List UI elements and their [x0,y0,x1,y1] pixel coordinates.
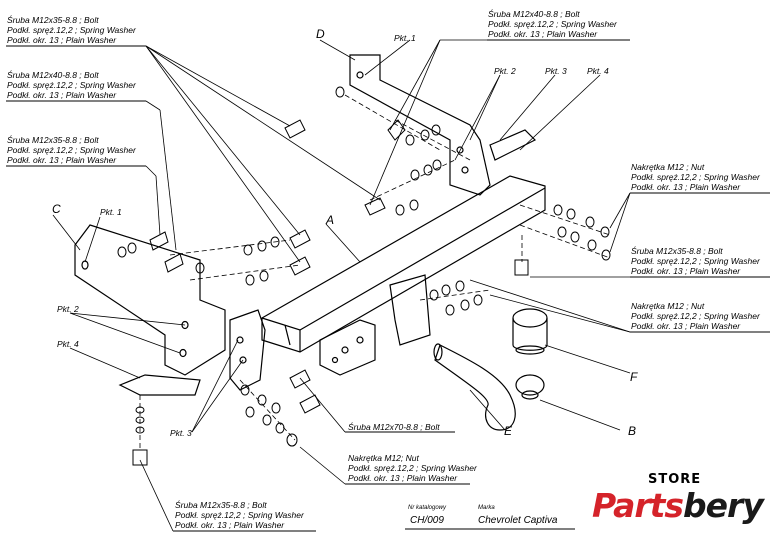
callout-bolt-m12x35-bottom: Śruba M12x35-8.8 ; Bolt Podkł. spręż.12,… [175,500,304,530]
callout-bolt-m12x70: Śruba M12x70-8.8 ; Bolt [348,422,440,432]
center-plate [319,274,431,376]
callout-bolt-m12x40-left: Śruba M12x40-8.8 ; Bolt Podkł. spręż.12,… [7,70,136,100]
ball-cover [512,308,548,355]
part-letter-f: F [630,370,638,384]
pkt4-label-top: Pkt. 4 [587,66,609,76]
pkt3-label-top: Pkt. 3 [545,66,567,76]
left-bracket [74,224,266,396]
callout-bolt-m12x35-top-left: Śruba M12x35-8.8 ; Bolt Podkł. spręż.12,… [7,15,136,45]
part-letter-d: D [316,27,325,41]
catalog-number-caption: Nr katalogowy [408,505,447,511]
callout-bolt-m12x40-top-right: Śruba M12x40-8.8 ; Bolt Podkł. spręż.12,… [488,9,617,39]
logo-brand-text: Partsbery [592,486,764,525]
pkt3-label-left: Pkt. 3 [170,428,192,438]
brand-caption: Marka [478,505,495,511]
partsbery-store-logo: STORE Partsbery [592,470,764,526]
pkt1-label-left: Pkt. 1 [100,207,122,217]
catalog-number-value: CH/009 [410,515,444,526]
pkt2-label-left: Pkt. 2 [57,304,79,314]
brand-value: Chevrolet Captiva [478,515,558,526]
logo-brand-tail: bery [683,486,764,525]
logo-brand-main: Parts [592,486,684,525]
washers [117,86,611,447]
logo-store-text: STORE [648,472,702,487]
part-letter-b: B [628,424,637,438]
callout-nut-center: Nakrętka M12; Nut Podkł. spręż.12,2 ; Sp… [348,453,477,483]
part-letter-a: A [326,213,335,227]
callout-nut-right-upper: Nakrętka M12 ; Nut Podkł. spręż.12,2 ; S… [631,162,760,192]
tow-ball-arm [433,343,545,431]
crossbar [261,175,546,353]
bolts [132,119,529,466]
pkt4-label-left: Pkt. 4 [57,339,79,349]
callout-bolt-m12x35-left: Śruba M12x35-8.8 ; Bolt Podkł. spręż.12,… [7,135,136,165]
callout-bolt-m12x35-right: Śruba M12x35-8.8 ; Bolt Podkł. spręż.12,… [631,246,760,276]
part-letter-e: E [504,424,513,438]
part-letter-c: C [52,202,61,216]
callout-nut-right-lower: Nakrętka M12 ; Nut Podkł. spręż.12,2 ; S… [631,301,760,331]
pkt2-label-top: Pkt. 2 [494,66,516,76]
right-bracket [349,54,537,196]
pkt1-label-top: Pkt. 1 [394,33,416,43]
